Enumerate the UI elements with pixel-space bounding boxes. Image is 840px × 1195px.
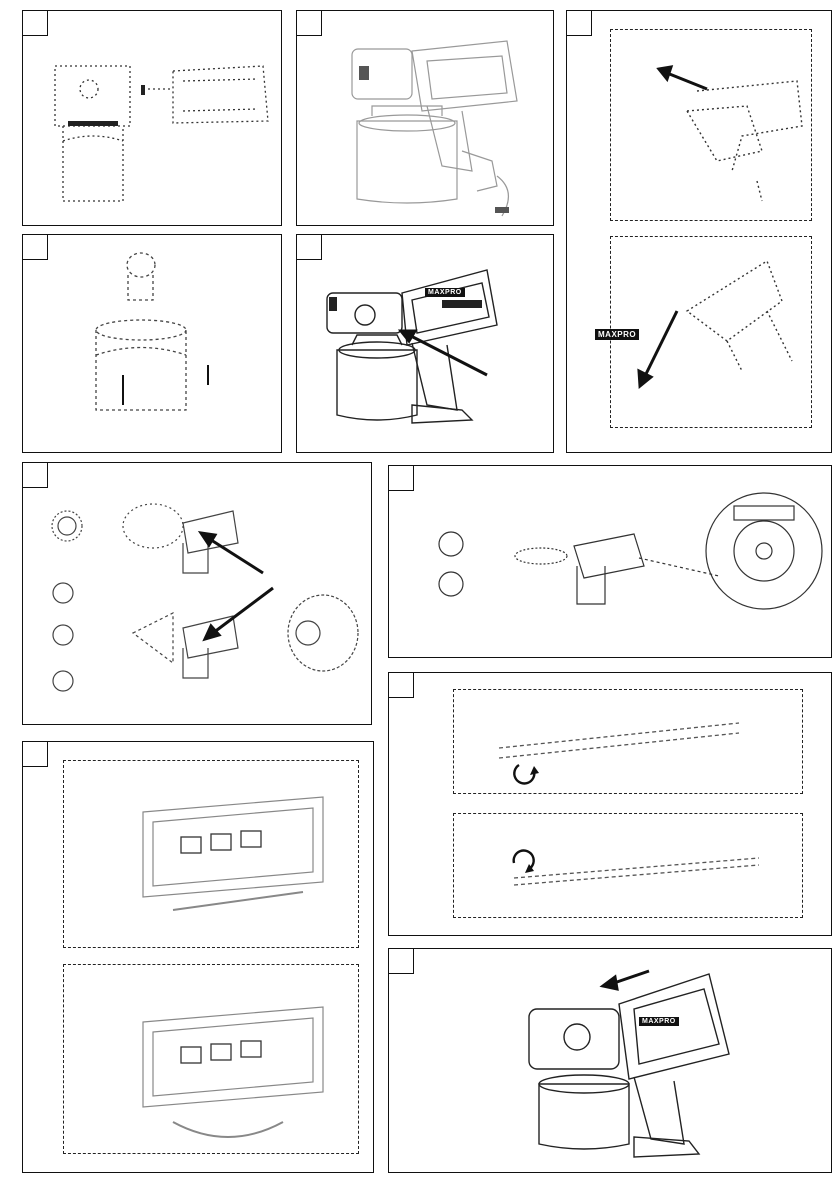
nozzle-parts-illustration xyxy=(23,235,283,454)
panel-5-complete-sprayer: MAXPRO xyxy=(296,234,554,453)
panel-8-extension-rotation xyxy=(388,672,832,936)
brand-logo: MAXPRO xyxy=(425,288,465,297)
assembled-sprayer-illustration xyxy=(297,11,555,227)
panel-10-final-sprayer: MAXPRO xyxy=(388,948,832,1173)
panel-9-spray-technique xyxy=(22,741,374,1173)
complete-sprayer-illustration xyxy=(297,235,555,454)
rotation-illustration xyxy=(389,673,833,937)
panel-2-assembled xyxy=(296,10,554,226)
panel-6-spray-patterns xyxy=(22,462,372,725)
panel-3-attach-detach: MAXPRO xyxy=(566,10,832,453)
brand-logo: MAXPRO xyxy=(595,329,639,340)
attach-detach-illustration xyxy=(567,11,833,454)
panel-7-adjustment xyxy=(388,465,832,658)
spray-technique-illustration xyxy=(23,742,375,1174)
adjustment-illustration xyxy=(389,466,833,659)
panel-1-disassembly xyxy=(22,10,282,226)
panel-4-nozzle-parts xyxy=(22,234,282,453)
final-sprayer-illustration xyxy=(389,949,833,1174)
spray-pattern-illustration xyxy=(23,463,373,726)
disassembled-sprayer-illustration xyxy=(23,11,283,227)
brand-logo: MAXPRO xyxy=(639,1017,679,1026)
